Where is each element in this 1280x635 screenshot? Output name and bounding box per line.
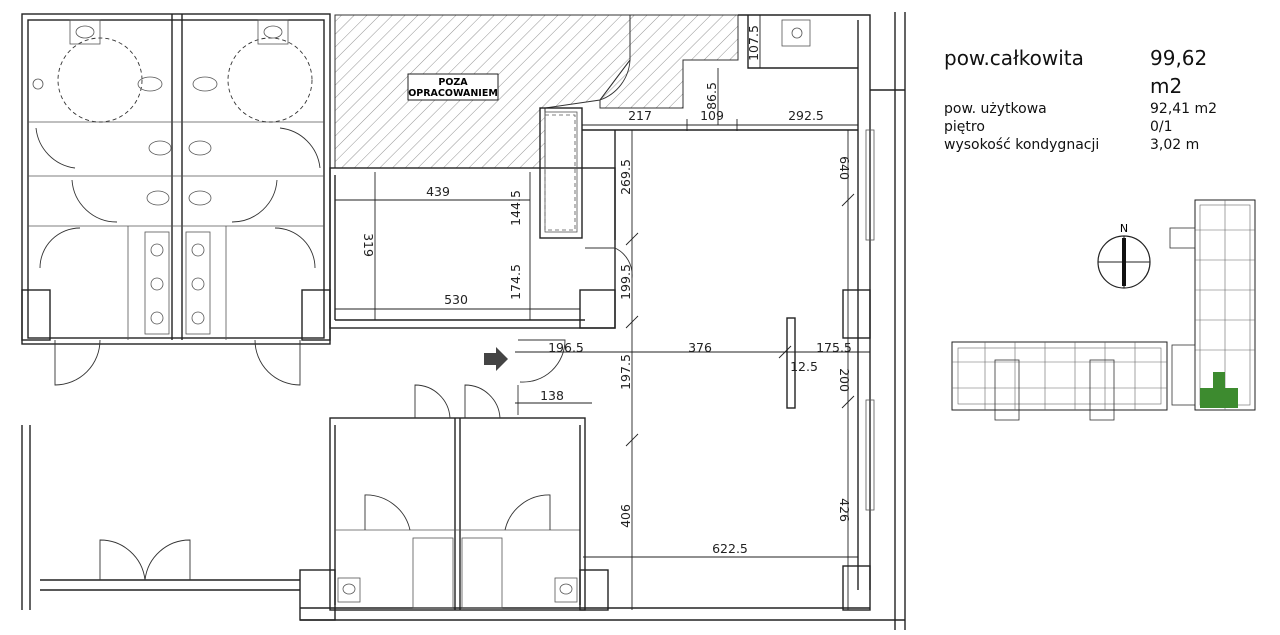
total-area-label: pow.całkowita (944, 46, 1084, 70)
dim-200: 200 (837, 368, 852, 392)
unit-highlight (1200, 388, 1238, 408)
dim-12-5: 12.5 (790, 359, 818, 374)
floor-row: piętro 0/1 (944, 118, 1244, 136)
dim-107-5: 107.5 (746, 25, 761, 61)
dim-319: 319 (361, 233, 376, 257)
entrance-arrow-icon (484, 347, 508, 371)
total-area-row: pow.całkowita 99,62 m2 (944, 44, 1244, 100)
dimension-labels: 107.5 86.5 217 109 292.5 269.5 640 439 1… (361, 25, 852, 556)
floor-value: 0/1 (1150, 119, 1173, 135)
dim-426: 426 (837, 498, 852, 522)
excluded-area-label-1: POZA (438, 77, 468, 88)
dim-376: 376 (688, 340, 712, 355)
dim-406: 406 (618, 504, 633, 528)
usable-area-row: pow. użytkowa 92,41 m2 (944, 100, 1244, 118)
dim-292-5: 292.5 (788, 108, 824, 123)
usable-area-value: 92,41 m2 (1150, 101, 1218, 117)
compass-icon: N (1097, 222, 1151, 289)
key-plan (951, 199, 1256, 421)
dim-144-5: 144.5 (508, 190, 523, 226)
dim-269-5: 269.5 (618, 159, 633, 195)
compass-north-label: N (1120, 222, 1128, 235)
dim-197-5: 197.5 (618, 354, 633, 390)
dim-174-5: 174.5 (508, 264, 523, 300)
height-value: 3,02 m (1150, 137, 1200, 153)
dim-109: 109 (700, 108, 724, 123)
excluded-area-label-2: OPRACOWANIEM (408, 88, 498, 99)
dim-622-5: 622.5 (712, 541, 748, 556)
height-label: wysokość kondygnacji (944, 137, 1100, 153)
dimension-lines (335, 15, 870, 610)
floor-label: piętro (944, 119, 985, 135)
dim-217: 217 (628, 108, 652, 123)
dim-138: 138 (540, 388, 564, 403)
fixtures (32, 19, 811, 603)
dim-86-5: 86.5 (704, 82, 719, 110)
dim-530: 530 (444, 292, 468, 307)
total-area-value: 99,62 m2 (1150, 46, 1208, 98)
dim-439: 439 (426, 184, 450, 199)
walls (21, 12, 906, 630)
excluded-area: POZA OPRACOWANIEM (334, 14, 739, 169)
usable-area-label: pow. użytkowa (944, 101, 1047, 117)
area-summary: pow.całkowita 99,62 m2 pow. użytkowa 92,… (944, 44, 1244, 154)
dim-640: 640 (837, 156, 852, 180)
dim-175-5: 175.5 (816, 340, 852, 355)
dim-199-5: 199.5 (618, 264, 633, 300)
height-row: wysokość kondygnacji 3,02 m (944, 136, 1244, 154)
dim-196-5: 196.5 (548, 340, 584, 355)
doors (35, 59, 633, 581)
